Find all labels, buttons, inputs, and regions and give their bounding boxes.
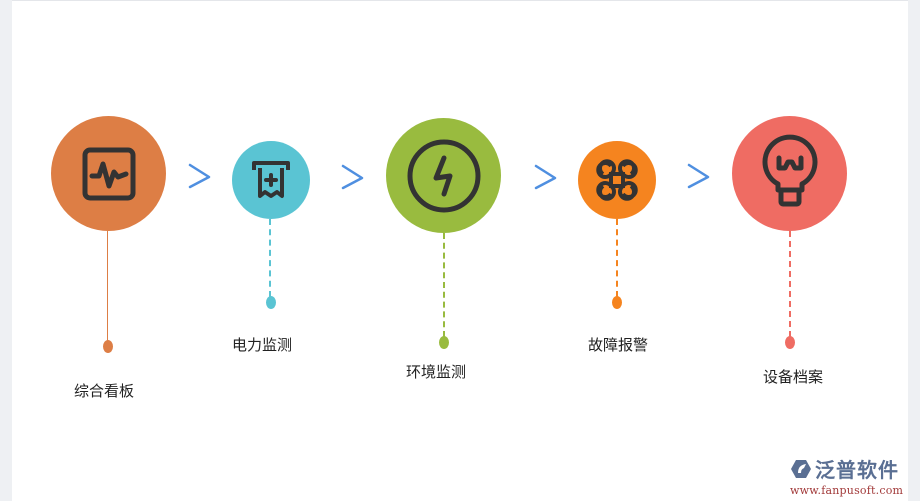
watermark-brand: 泛普软件 xyxy=(815,458,899,482)
connector-dot xyxy=(103,340,113,353)
step-label: 环境监测 xyxy=(405,363,467,381)
diagram-canvas xyxy=(12,0,908,501)
chevron-right-icon xyxy=(188,163,211,189)
connector-line xyxy=(269,219,271,297)
step-circle xyxy=(386,118,501,233)
watermark-logo: 泛普软件 www.fanpusoft.com xyxy=(790,454,903,497)
step-circle xyxy=(232,141,310,219)
step-label: 故障报警 xyxy=(587,336,649,354)
connector-dot xyxy=(439,336,449,349)
connector-dot xyxy=(785,336,795,349)
chevron-right-icon xyxy=(687,163,710,189)
drone-icon xyxy=(596,159,638,201)
brand-logo-icon xyxy=(791,459,811,478)
connector-line xyxy=(443,233,445,337)
connector-dot xyxy=(266,296,276,309)
connector-line xyxy=(789,231,791,337)
chevron-right-icon xyxy=(534,164,557,190)
connector-dot xyxy=(612,296,622,309)
step-circle xyxy=(578,141,656,219)
pulse-monitor-icon xyxy=(82,147,135,200)
step-circle xyxy=(732,116,847,231)
step-label: 设备档案 xyxy=(762,368,824,386)
step-circle xyxy=(51,116,166,231)
connector-line xyxy=(107,231,108,343)
lightbulb-icon xyxy=(762,134,817,206)
step-label: 电力监测 xyxy=(231,336,293,354)
receipt-plus-icon xyxy=(252,161,290,198)
lightning-bolt-icon xyxy=(407,139,480,212)
step-label: 综合看板 xyxy=(73,382,135,400)
connector-line xyxy=(616,219,618,297)
watermark-url: www.fanpusoft.com xyxy=(790,484,904,497)
chevron-right-icon xyxy=(341,164,364,190)
